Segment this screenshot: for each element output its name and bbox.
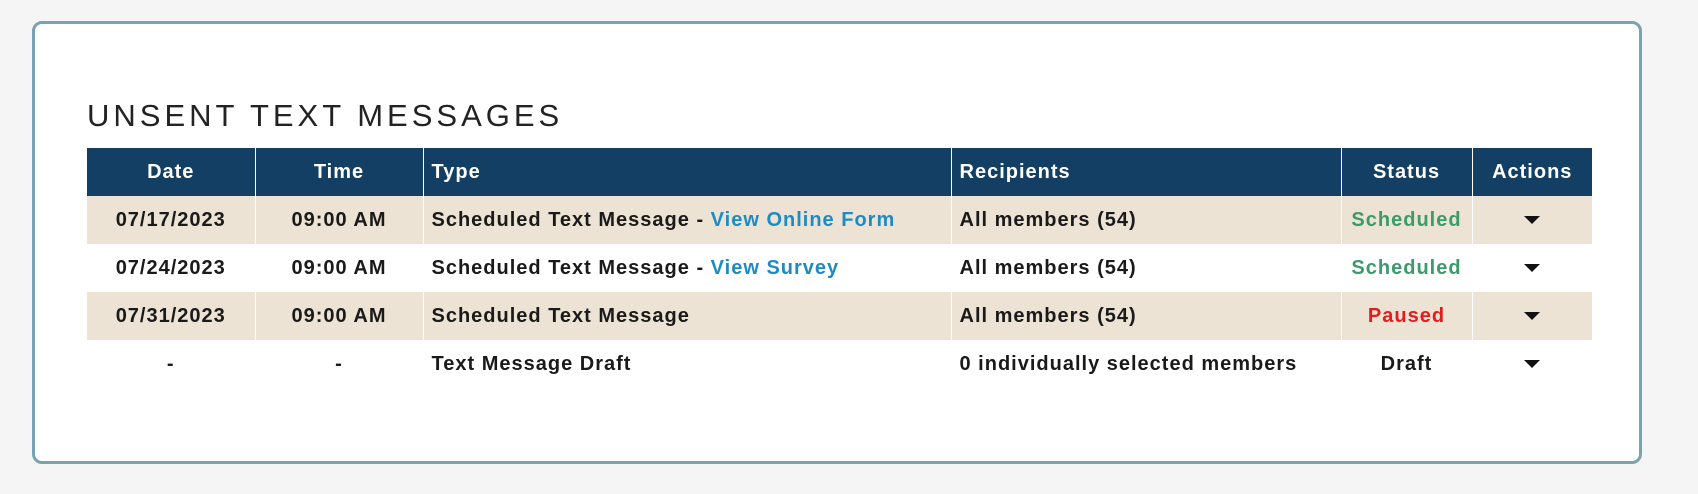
table-row: - - Text Message Draft 0 individually se… <box>87 340 1592 388</box>
type-separator: - <box>689 256 711 279</box>
status-badge: Paused <box>1341 292 1473 340</box>
date-cell: 07/31/2023 <box>87 292 256 340</box>
time-cell: 09:00 AM <box>255 244 424 292</box>
unsent-messages-panel: UNSENT TEXT MESSAGES Date Time Type Reci… <box>32 21 1642 464</box>
actions-cell <box>1472 244 1592 292</box>
type-text: Scheduled Text Message <box>431 256 690 279</box>
table-body: 07/17/2023 09:00 AM Scheduled Text Messa… <box>87 196 1592 388</box>
date-cell: 07/24/2023 <box>87 244 256 292</box>
time-cell: - <box>255 340 424 388</box>
view-online-form-link[interactable]: View Online Form <box>710 208 896 231</box>
type-cell: Scheduled Text Message <box>423 292 952 340</box>
panel-title: UNSENT TEXT MESSAGES <box>87 98 564 133</box>
type-cell: Text Message Draft <box>423 340 952 388</box>
type-separator: - <box>689 208 711 231</box>
status-badge: Scheduled <box>1341 196 1473 244</box>
actions-cell <box>1472 340 1592 388</box>
recipients-cell: All members (54) <box>951 292 1342 340</box>
recipients-cell: All members (54) <box>951 244 1342 292</box>
caret-down-icon[interactable] <box>1524 312 1541 321</box>
caret-down-icon[interactable] <box>1524 216 1541 225</box>
table-row: 07/31/2023 09:00 AM Scheduled Text Messa… <box>87 292 1592 340</box>
recipients-cell: All members (54) <box>951 196 1342 244</box>
time-cell: 09:00 AM <box>255 292 424 340</box>
status-badge: Scheduled <box>1341 244 1473 292</box>
recipients-cell: 0 individually selected members <box>951 340 1342 388</box>
actions-cell <box>1472 196 1592 244</box>
caret-down-icon[interactable] <box>1524 264 1541 273</box>
column-header-status[interactable]: Status <box>1341 148 1473 196</box>
status-badge: Draft <box>1341 340 1473 388</box>
table-header-row: Date Time Type Recipients Status Actions <box>87 148 1592 196</box>
table-row: 07/17/2023 09:00 AM Scheduled Text Messa… <box>87 196 1592 244</box>
type-cell: Scheduled Text Message - View Online For… <box>423 196 952 244</box>
type-text: Scheduled Text Message <box>431 208 690 231</box>
column-header-actions: Actions <box>1492 160 1573 183</box>
time-cell: 09:00 AM <box>255 196 424 244</box>
column-header-time[interactable]: Time <box>255 148 424 196</box>
column-header-type[interactable]: Type <box>423 148 952 196</box>
caret-down-icon[interactable] <box>1524 360 1541 369</box>
column-header-recipients[interactable]: Recipients <box>951 148 1342 196</box>
type-cell: Scheduled Text Message - View Survey <box>423 244 952 292</box>
date-cell: 07/17/2023 <box>87 196 256 244</box>
actions-cell <box>1472 292 1592 340</box>
view-survey-link[interactable]: View Survey <box>710 256 840 279</box>
table-row: 07/24/2023 09:00 AM Scheduled Text Messa… <box>87 244 1592 292</box>
date-cell: - <box>87 340 256 388</box>
table-header: Date Time Type Recipients Status Actions <box>87 148 1592 196</box>
column-header-date[interactable]: Date <box>87 148 256 196</box>
unsent-messages-table: Date Time Type Recipients Status Actions… <box>87 148 1592 388</box>
